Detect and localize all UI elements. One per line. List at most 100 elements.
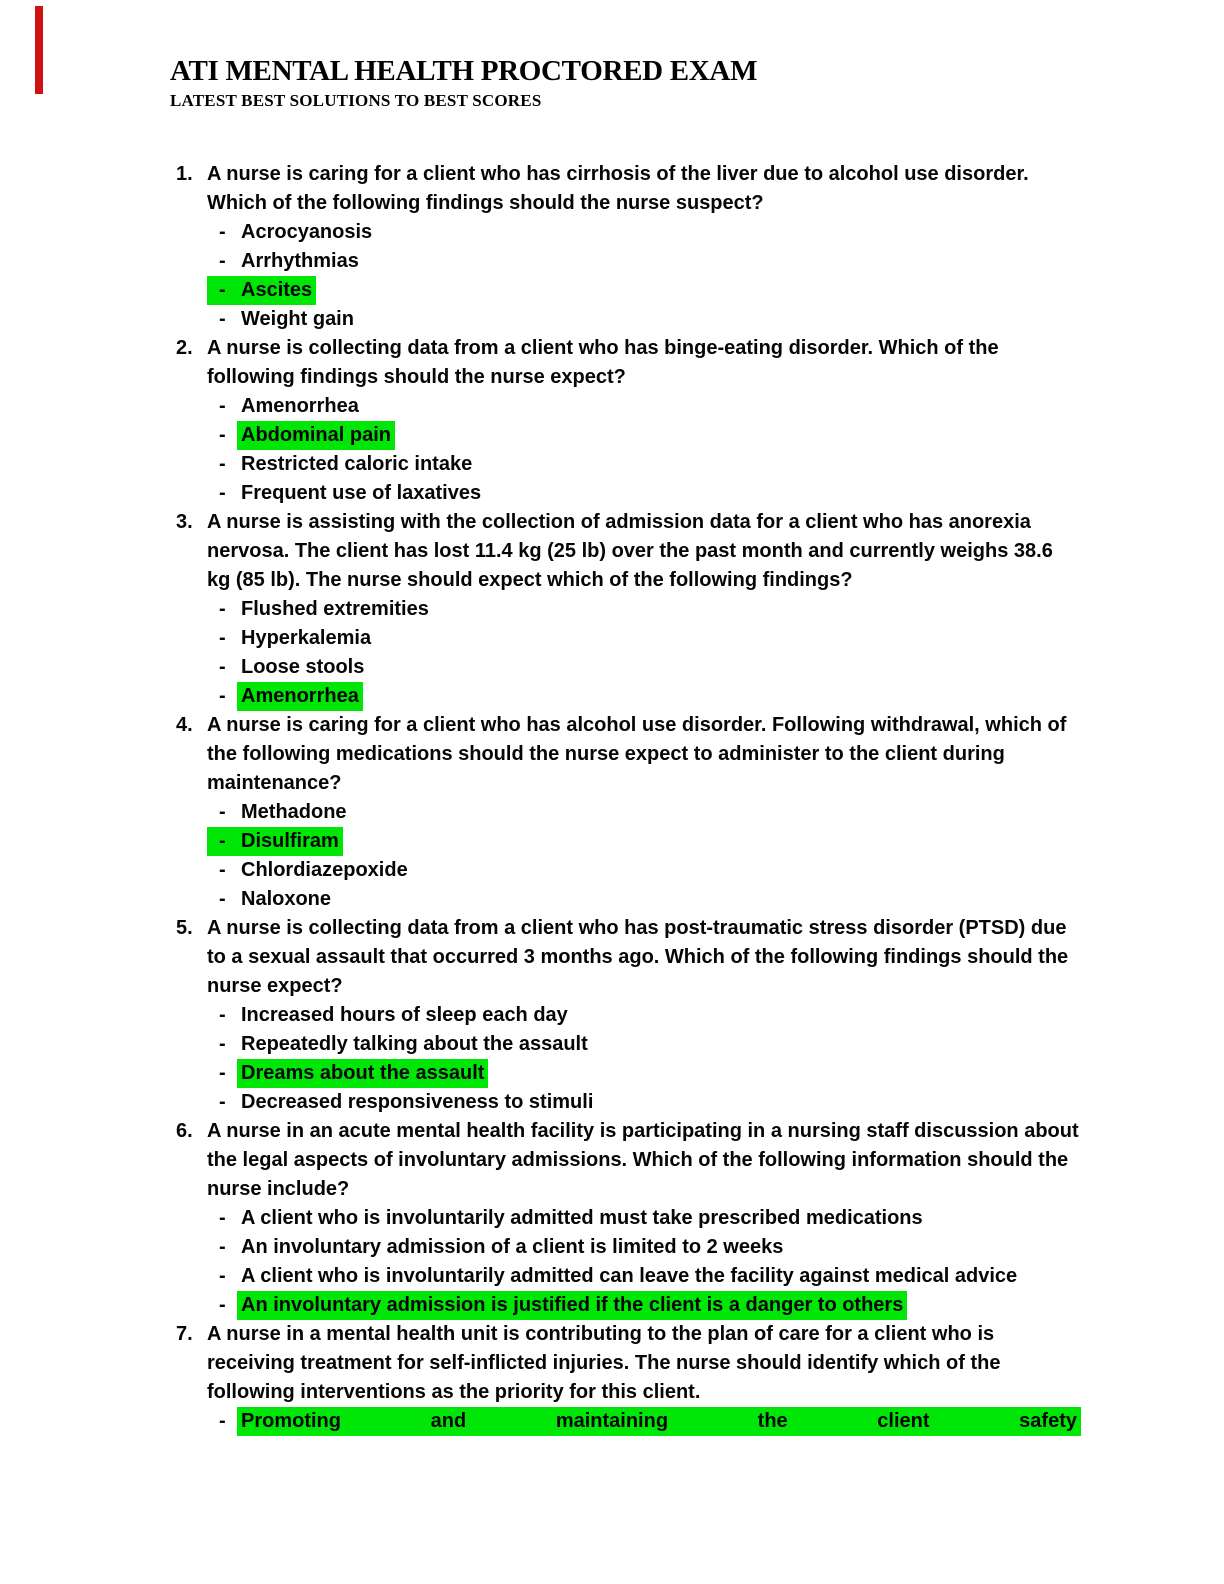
document-header: ATI MENTAL HEALTH PROCTORED EXAM LATEST … — [170, 52, 757, 111]
option-dash: - — [219, 250, 226, 272]
option-text: Flushed extremities — [241, 598, 429, 620]
answer-option: -Amenorrhea — [207, 392, 1081, 421]
option-text-answer: Amenorrhea — [237, 682, 363, 711]
answer-option: -Loose stools — [207, 653, 1081, 682]
option-dash: - — [219, 1004, 226, 1026]
answer-option: -Disulfiram — [207, 827, 1081, 856]
option-word: safety — [1019, 1410, 1077, 1432]
question-number: 1. — [176, 163, 193, 185]
question-item: 1. A nurse is caring for a client who has… — [176, 160, 1081, 334]
option-dash: - — [219, 424, 226, 446]
option-dash: - — [219, 627, 226, 649]
option-text: Restricted caloric intake — [241, 453, 473, 475]
option-text: A client who is involuntarily admitted m… — [241, 1207, 923, 1229]
option-text: Acrocyanosis — [241, 221, 373, 243]
option-text: Naloxone — [241, 888, 332, 910]
question-number: 6. — [176, 1120, 193, 1142]
answer-option: -Acrocyanosis — [207, 218, 1081, 247]
option-word: and — [430, 1410, 467, 1432]
answer-option: -Ascites — [207, 276, 1081, 305]
page-subtitle: LATEST BEST SOLUTIONS TO BEST SCORES — [170, 91, 542, 110]
question-number: 4. — [176, 714, 193, 736]
question-item: 4.A nurse is caring for a client who has… — [176, 711, 1081, 914]
answer-option: -Dreams about the assault — [207, 1059, 1081, 1088]
question-item: 5.A nurse is collecting data from a clie… — [176, 914, 1081, 1117]
option-text: Repeatedly talking about the assault — [241, 1033, 588, 1055]
answer-option: -Promoting and maintaining the client safety — [207, 1407, 1081, 1436]
question-number: 5. — [176, 917, 193, 939]
option-text: Frequent use of laxatives — [241, 482, 482, 504]
answer-option: -Restricted caloric intake — [207, 450, 1081, 479]
question-text: A nurse is collecting data from a client… — [207, 337, 999, 388]
option-dash: - — [219, 656, 226, 678]
question-item: 2. A nurse is collecting data from a clie… — [176, 334, 1081, 508]
question-text: A nurse in a mental health unit is contr… — [207, 1323, 1001, 1403]
option-text: Loose stools — [241, 656, 365, 678]
option-word: the — [757, 1410, 788, 1432]
question-item: 3. A nurse is assisting with the collecti… — [176, 508, 1081, 711]
answer-option: -Methadone — [207, 798, 1081, 827]
option-dash: - — [219, 801, 226, 823]
option-dash: - — [219, 598, 226, 620]
option-dash: - — [207, 827, 241, 856]
option-dash: - — [219, 453, 226, 475]
option-dash: - — [219, 1294, 226, 1316]
option-word: Promoting — [241, 1410, 341, 1432]
question-text: A nurse in an acute mental health facili… — [207, 1120, 1079, 1200]
option-dash: - — [219, 859, 226, 881]
question-item: 7. A nurse in a mental health unit is con… — [176, 1320, 1081, 1436]
answer-option: -Naloxone — [207, 885, 1081, 914]
option-dash: - — [219, 1207, 226, 1229]
question-text: A nurse is assisting with the collection… — [207, 511, 1053, 591]
question-number: 2. — [176, 337, 193, 359]
option-dash: - — [219, 1033, 226, 1055]
option-dash: - — [219, 1410, 226, 1432]
question-list: 1. A nurse is caring for a client who has… — [176, 160, 1081, 1436]
option-text: Chlordiazepoxide — [241, 859, 408, 881]
answer-option: -Hyperkalemia — [207, 624, 1081, 653]
option-word: maintaining — [555, 1410, 669, 1432]
red-margin-bar — [35, 6, 43, 94]
option-dash: - — [219, 1062, 226, 1084]
option-text-answer: An involuntary admission is justified if… — [237, 1291, 908, 1320]
option-dash: - — [207, 276, 241, 305]
option-text-answer: Ascites — [237, 276, 317, 305]
option-dash: - — [219, 1091, 226, 1113]
option-dash: - — [219, 308, 226, 330]
answer-option: -Flushed extremities — [207, 595, 1081, 624]
option-text: Decreased responsiveness to stimuli — [241, 1091, 594, 1113]
question-text: A nurse is caring for a client who has c… — [207, 163, 1029, 214]
answer-option: -Weight gain — [207, 305, 1081, 334]
option-text: An involuntary admission of a client is … — [241, 1236, 784, 1258]
answer-option: -Chlordiazepoxide — [207, 856, 1081, 885]
option-word: client — [877, 1410, 930, 1432]
answer-option: -Repeatedly talking about the assault — [207, 1030, 1081, 1059]
question-item: 6. A nurse in an acute mental health faci… — [176, 1117, 1081, 1320]
option-text: Arrhythmias — [241, 250, 359, 272]
option-dash: - — [219, 395, 226, 417]
option-text: Methadone — [241, 801, 347, 823]
answer-option: -Increased hours of sleep each day — [207, 1001, 1081, 1030]
answer-option: -Abdominal pain — [207, 421, 1081, 450]
option-text-answer: Dreams about the assault — [237, 1059, 489, 1088]
option-dash: - — [219, 221, 226, 243]
option-text-answer: Disulfiram — [237, 827, 343, 856]
option-dash: - — [219, 685, 226, 707]
answer-option: -Frequent use of laxatives — [207, 479, 1081, 508]
option-text: Amenorrhea — [241, 395, 359, 417]
answer-option: -A client who is involuntarily admitted … — [207, 1204, 1081, 1233]
option-text: Hyperkalemia — [241, 627, 372, 649]
option-text: A client who is involuntarily admitted c… — [241, 1265, 1018, 1287]
option-dash: - — [219, 1265, 226, 1287]
answer-option: -An involuntary admission is justified i… — [207, 1291, 1081, 1320]
answer-option: -An involuntary admission of a client is… — [207, 1233, 1081, 1262]
option-dash: - — [219, 482, 226, 504]
option-dash: - — [219, 1236, 226, 1258]
option-text: Weight gain — [241, 308, 354, 330]
question-number: 7. — [176, 1323, 193, 1345]
page-title: ATI MENTAL HEALTH PROCTORED EXAM — [170, 55, 758, 87]
option-text: Increased hours of sleep each day — [241, 1004, 568, 1026]
question-number: 3. — [176, 511, 193, 533]
option-text-answer: Abdominal pain — [237, 421, 395, 450]
